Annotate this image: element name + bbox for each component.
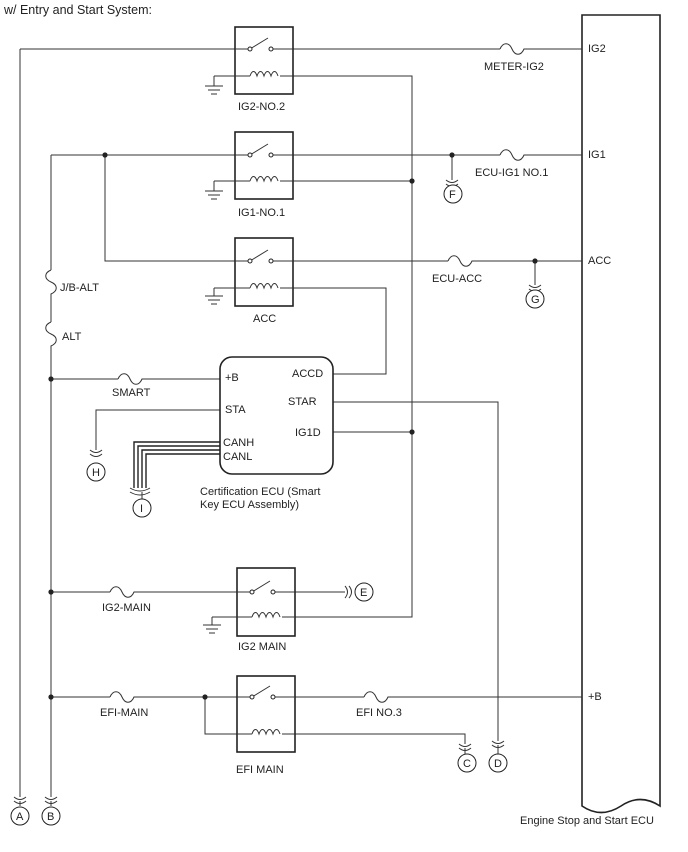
connector-h: H	[92, 467, 100, 479]
fuse-label-jb-alt: J/B-ALT	[60, 282, 99, 294]
relay-acc	[205, 237, 294, 307]
relay-label-efi-main: EFI MAIN	[236, 764, 284, 776]
engine-stop-start-ecu-box	[581, 14, 661, 814]
junction-dot	[202, 694, 208, 700]
connector-a: A	[16, 811, 24, 823]
fuse-label-ecu-ig1-no1: ECU-IG1 NO.1	[475, 167, 548, 179]
cert-ecu-pin-canl: CANL	[223, 451, 252, 463]
fuse-ecu-ig1-no1	[499, 149, 532, 161]
relay-ig2-main	[203, 567, 296, 637]
connector-f-circle	[443, 184, 463, 204]
cert-ecu-pin-ig1d: IG1D	[295, 427, 321, 439]
junction-dot	[409, 178, 415, 184]
cert-ecu-pin-canh: CANH	[223, 437, 254, 449]
connector-g: G	[531, 294, 540, 306]
fuse-ig2-main	[109, 586, 142, 598]
wire-can-bus	[133, 441, 220, 488]
fuse-ecu-acc	[447, 255, 480, 267]
connector-g-circle	[525, 289, 545, 309]
junction-dot	[48, 589, 54, 595]
connector-i: I	[140, 503, 143, 515]
connector-b: B	[47, 811, 54, 823]
junction-dot	[48, 376, 54, 382]
relay-ig1-no1	[205, 131, 294, 200]
fuse-label-ig2-main: IG2-MAIN	[102, 602, 151, 614]
relay-efi-main	[236, 675, 296, 753]
connector-mark	[344, 585, 352, 599]
connector-f: F	[449, 189, 456, 201]
junction-dot	[409, 429, 415, 435]
fuse-label-smart: SMART	[112, 387, 151, 399]
fuse-label-efi-no3: EFI NO.3	[356, 707, 402, 719]
cert-ecu-pin-accd: ACCD	[292, 368, 323, 380]
engine-ecu-pin-ig2: IG2	[588, 43, 606, 55]
engine-ecu-pin-ig1: IG1	[588, 149, 606, 161]
wire-accd	[293, 287, 387, 375]
fuse-label-alt: ALT	[62, 331, 82, 343]
wire-star	[333, 401, 499, 741]
fuse-label-efi-main: EFI-MAIN	[100, 707, 148, 719]
fuse-meter-ig2	[499, 43, 532, 55]
certification-ecu-box	[219, 356, 334, 475]
wire-acc-feed	[104, 155, 582, 262]
connector-e: E	[360, 587, 367, 599]
fuse-smart	[117, 373, 150, 385]
cert-ecu-pin-b: +B	[225, 372, 239, 384]
wire-sta	[95, 409, 220, 450]
connector-d-circle	[488, 753, 508, 773]
relay-label-ig2-main: IG2 MAIN	[238, 641, 286, 653]
connector-c: C	[463, 758, 471, 770]
junction-dot	[48, 694, 54, 700]
connector-mark	[89, 449, 103, 457]
wire-efi-coil	[204, 697, 466, 744]
fuse-alt	[45, 321, 57, 354]
connector-i-circle	[132, 498, 152, 518]
junction-dot	[102, 152, 108, 158]
relay-label-ig1-no1: IG1-NO.1	[238, 207, 285, 219]
junction-dot	[532, 258, 538, 264]
fuse-efi-no3	[363, 691, 396, 703]
diagram-title: w/ Entry and Start System:	[3, 3, 152, 17]
cert-ecu-name-line2: Key ECU Assembly)	[200, 499, 299, 511]
junction-dot	[449, 152, 455, 158]
engine-ecu-pin-acc: ACC	[588, 255, 611, 267]
engine-ecu-name: Engine Stop and Start ECU	[520, 815, 654, 827]
relay-label-ig2-no2: IG2-NO.2	[238, 101, 285, 113]
connector-a-circle	[10, 806, 30, 826]
cert-ecu-pin-sta: STA	[225, 404, 246, 416]
connector-e-circle	[354, 582, 374, 602]
fuse-label-ecu-acc: ECU-ACC	[432, 273, 482, 285]
fuse-efi-main	[109, 691, 142, 703]
engine-ecu-pin-b: +B	[588, 691, 602, 703]
connector-h-circle	[86, 462, 106, 482]
relay-label-acc: ACC	[253, 313, 276, 325]
connector-mark	[129, 487, 151, 496]
connector-c-circle	[457, 753, 477, 773]
fuse-label-meter-ig2: METER-IG2	[484, 61, 544, 73]
relay-ig2-no2	[205, 26, 294, 95]
connector-b-circle	[41, 806, 61, 826]
cert-ecu-pin-star: STAR	[288, 396, 317, 408]
wire-coil-return	[293, 75, 413, 618]
cert-ecu-name-line1: Certification ECU (Smart	[200, 486, 320, 498]
fuse-jb-alt	[45, 269, 57, 302]
connector-d: D	[494, 758, 502, 770]
